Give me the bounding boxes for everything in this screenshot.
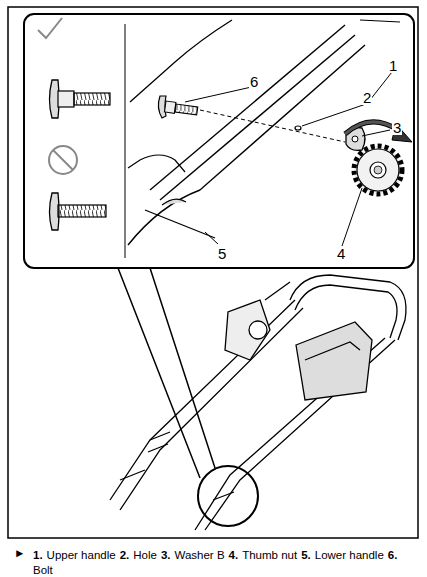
magnify-circle bbox=[198, 466, 258, 526]
magnify-pointer bbox=[118, 268, 215, 478]
divider bbox=[125, 24, 126, 258]
caption-number: 6. bbox=[388, 548, 398, 563]
caption-text: Bolt bbox=[33, 563, 53, 577]
callout-number: 5 bbox=[217, 246, 227, 261]
leader-lines bbox=[185, 72, 392, 246]
caption-number: 1. bbox=[33, 548, 43, 563]
wrong-bolt bbox=[50, 193, 107, 230]
upper-handle bbox=[128, 20, 400, 245]
callout-number: 2 bbox=[362, 90, 372, 105]
caption-text: Washer B bbox=[175, 548, 225, 563]
callout-number: 3 bbox=[392, 120, 402, 135]
caption-number: 2. bbox=[120, 548, 130, 563]
caption-number: 5. bbox=[301, 548, 311, 563]
caption-number: 4. bbox=[229, 548, 239, 563]
thumb-nut bbox=[354, 146, 402, 194]
caption-text: Lower handle bbox=[315, 548, 384, 563]
hole bbox=[295, 126, 301, 130]
lower-handle bbox=[128, 20, 232, 238]
check-mark bbox=[38, 18, 62, 38]
caption-number: 3. bbox=[161, 548, 171, 563]
caption: 1. Upper handle 2.Hole 3. Washer B 4.Thumb nu… bbox=[33, 548, 418, 577]
assembly-line bbox=[200, 110, 345, 142]
callout-number: 4 bbox=[336, 246, 346, 261]
frame bbox=[8, 7, 418, 538]
caption-text: Upper handle bbox=[47, 548, 116, 563]
caption-text: Thumb nut bbox=[242, 548, 297, 563]
detail-inset bbox=[24, 14, 414, 268]
prohibited-symbol bbox=[49, 146, 77, 174]
caption-marker: ► bbox=[14, 548, 25, 560]
callout-number: 6 bbox=[249, 74, 259, 89]
bolt bbox=[158, 96, 197, 118]
caption-text: Hole bbox=[133, 548, 157, 563]
correct-bolt bbox=[50, 80, 111, 118]
mower-handle bbox=[110, 275, 406, 530]
callout-number: 1 bbox=[388, 58, 398, 73]
